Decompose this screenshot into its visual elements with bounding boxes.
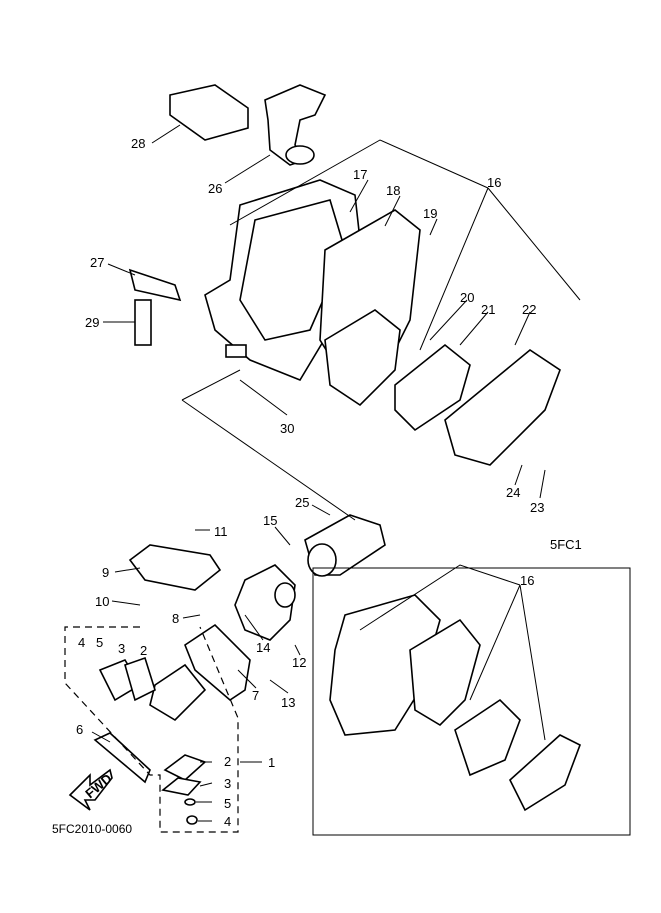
callout-16-inset: 16 [520, 573, 534, 588]
cover-22 [444, 349, 561, 466]
gasket-6 [93, 732, 151, 784]
callout-19: 19 [423, 206, 437, 221]
callout-6: 6 [76, 722, 83, 737]
callout-13: 13 [281, 695, 295, 710]
carburetor [234, 564, 296, 641]
callout-24: 24 [506, 485, 520, 500]
callout-18: 18 [386, 183, 400, 198]
callout-17: 17 [353, 167, 367, 182]
callout-26: 26 [208, 181, 222, 196]
callout-30: 30 [280, 421, 294, 436]
callout-27: 27 [90, 255, 104, 270]
callout-23: 23 [530, 500, 544, 515]
callout-15: 15 [263, 513, 277, 528]
callout-5-lower: 5 [224, 796, 231, 811]
callout-10: 10 [95, 594, 109, 609]
air-cleaner-case [204, 179, 361, 381]
callout-28: 28 [131, 136, 145, 151]
callout-16: 16 [487, 175, 501, 190]
intake-duct [264, 84, 327, 166]
callout-7: 7 [252, 688, 259, 703]
callout-5: 5 [96, 635, 103, 650]
joint-25 [304, 514, 386, 577]
callout-2: 2 [140, 643, 147, 658]
callout-29: 29 [85, 315, 99, 330]
parts-2-3-group [161, 754, 207, 825]
callout-20: 20 [460, 290, 474, 305]
inset-frame-5fc1 [312, 567, 631, 836]
manifold-7 [184, 623, 251, 702]
callout-25: 25 [295, 495, 309, 510]
callout-3-lower: 3 [224, 776, 231, 791]
callouts: 28 26 17 18 16 19 27 29 20 21 22 30 24 2… [76, 136, 544, 829]
sponges-27-29 [128, 268, 182, 346]
callout-9: 9 [102, 565, 109, 580]
callout-3: 3 [118, 641, 125, 656]
callout-22: 22 [522, 302, 536, 317]
callout-1: 1 [268, 755, 275, 770]
callout-21: 21 [481, 302, 495, 317]
reed-valve-group [98, 656, 207, 722]
leader-lines [91, 124, 581, 822]
filter-element-20 [324, 309, 471, 432]
callout-12: 12 [292, 655, 306, 670]
bracket-9 [128, 544, 222, 591]
drawing-code: 5FC2010-0060 [52, 822, 132, 836]
reed-valve-assembly-boundary [64, 626, 239, 833]
callout-2-lower: 2 [224, 754, 231, 769]
inset-airbox [329, 594, 582, 812]
sponge-28 [169, 84, 249, 141]
callout-4: 4 [78, 635, 85, 650]
inset-label: 5FC1 [550, 537, 582, 552]
callout-8: 8 [172, 611, 179, 626]
callout-4-lower: 4 [224, 814, 231, 829]
callout-14: 14 [256, 640, 270, 655]
fwd-arrow-icon: FWD [68, 768, 115, 811]
callout-11: 11 [214, 524, 228, 539]
